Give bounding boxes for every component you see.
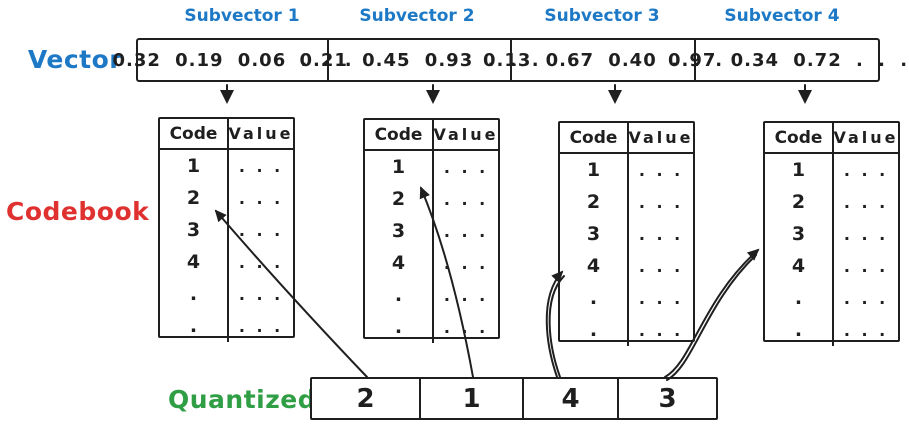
table-row: 4. . . bbox=[765, 250, 898, 282]
code-column-header: Code bbox=[765, 123, 834, 152]
codebook-table-4: Code Value 1. . . 2. . . 3. . . 4. . . .… bbox=[763, 121, 900, 346]
value-column-header: Value bbox=[628, 128, 694, 147]
table-row: 3. . . bbox=[365, 215, 498, 247]
subvector-3-values: 0.13 0.67 0.40 . . . bbox=[483, 40, 722, 80]
table-row: .. . . bbox=[365, 311, 498, 343]
codebook-table-2: Code Value 1. . . 2. . . 3. . . 4. . . .… bbox=[363, 118, 500, 343]
table-row: .. . . bbox=[365, 279, 498, 311]
codebook-table-4-header: Code Value bbox=[765, 123, 898, 154]
quantized-code-3: 4 bbox=[522, 379, 617, 418]
table-row: 4. . . bbox=[560, 250, 693, 282]
table-row: 1. . . bbox=[160, 150, 293, 182]
table-row: 2. . . bbox=[765, 186, 898, 218]
table-row: .. . . bbox=[560, 314, 693, 346]
quantized-code-1: 2 bbox=[356, 383, 375, 414]
subvector-3-label: Subvector 3 bbox=[544, 6, 660, 26]
table-row: 3. . . bbox=[560, 218, 693, 250]
value-column-header: Value bbox=[433, 125, 499, 144]
quantized-label: Quantized bbox=[168, 385, 317, 414]
code-column-header: Code bbox=[560, 123, 629, 152]
table-row: 3. . . bbox=[160, 214, 293, 246]
table-row: .. . . bbox=[765, 314, 898, 346]
subvector-1-label: Subvector 1 bbox=[184, 6, 300, 26]
codebook-label: Codebook bbox=[6, 197, 150, 226]
table-row: 1. . . bbox=[560, 154, 693, 186]
value-column-header: Value bbox=[833, 128, 899, 147]
codebook-table-1-header: Code Value bbox=[160, 119, 293, 150]
table-row: 4. . . bbox=[160, 246, 293, 278]
codebook-table-3: Code Value 1. . . 2. . . 3. . . 4. . . .… bbox=[558, 121, 695, 346]
subvector-4-values: 0.97 0.34 0.72 . . . bbox=[668, 40, 907, 80]
table-row: 2. . . bbox=[560, 186, 693, 218]
table-row: 2. . . bbox=[160, 182, 293, 214]
table-row: .. . . bbox=[560, 282, 693, 314]
code-column-header: Code bbox=[365, 120, 434, 149]
table-row: 1. . . bbox=[365, 151, 498, 183]
vector-label: Vector bbox=[27, 45, 123, 74]
value-column-header: Value bbox=[228, 124, 294, 143]
codebook-table-2-header: Code Value bbox=[365, 120, 498, 151]
table-row: 2. . . bbox=[365, 183, 498, 215]
table-row: 1. . . bbox=[765, 154, 898, 186]
subvector-2-label: Subvector 2 bbox=[359, 6, 475, 26]
table-row: 3. . . bbox=[765, 218, 898, 250]
table-row: .. . . bbox=[160, 278, 293, 310]
vector-box: 0.32 0.19 0.06 . . . 0.21 0.45 0.93 . . … bbox=[112, 38, 907, 82]
table-row: .. . . bbox=[765, 282, 898, 314]
codebook-table-3-header: Code Value bbox=[560, 123, 693, 154]
quantized-code-4: 3 bbox=[617, 379, 716, 418]
code-column-header: Code bbox=[160, 119, 229, 148]
table-row: .. . . bbox=[160, 310, 293, 342]
quantized-code-2: 1 bbox=[419, 379, 522, 418]
quantized-box: 2 1 4 3 bbox=[310, 377, 718, 420]
subvector-4-label: Subvector 4 bbox=[724, 6, 840, 26]
codebook-table-1: Code Value 1. . . 2. . . 3. . . 4. . . .… bbox=[158, 117, 295, 342]
table-row: 4. . . bbox=[365, 247, 498, 279]
